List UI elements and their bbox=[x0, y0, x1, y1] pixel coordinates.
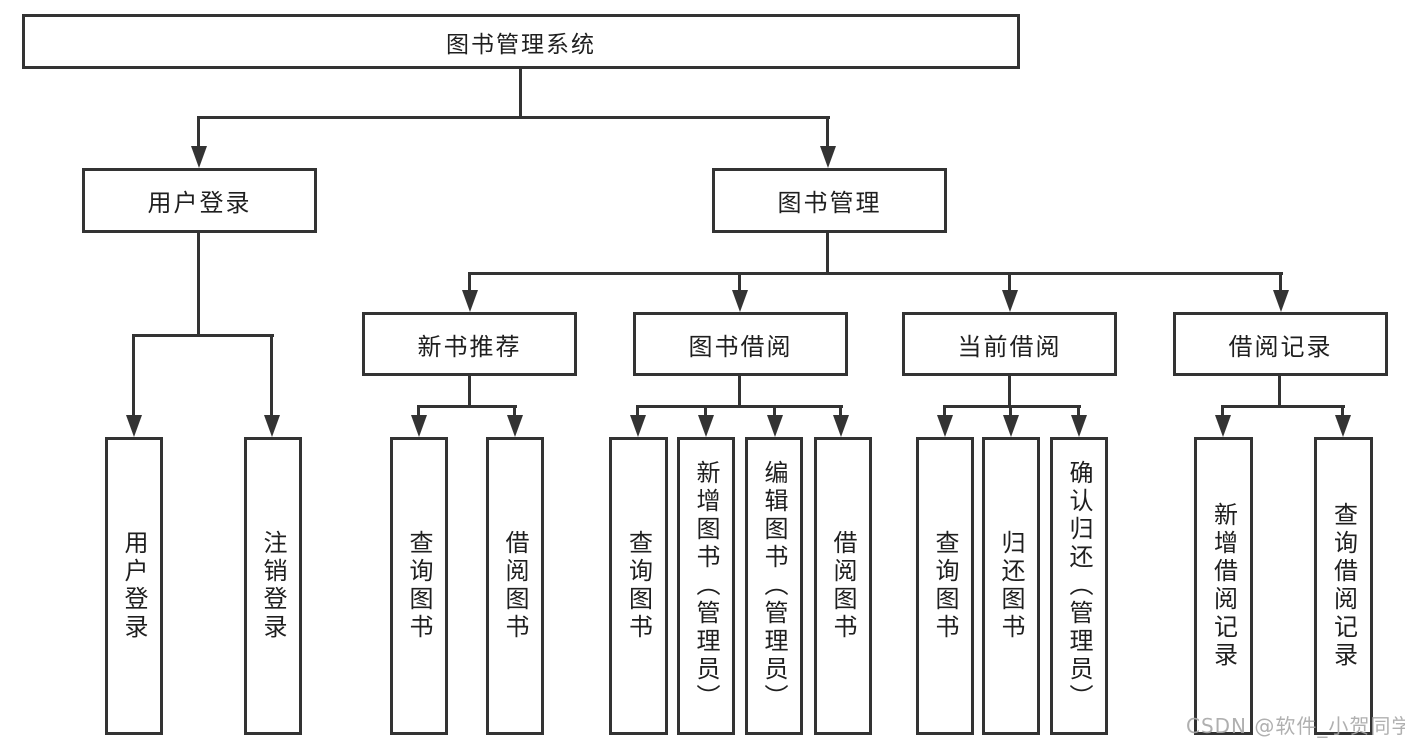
arrow-to-borrow-record bbox=[1273, 290, 1289, 312]
arrow-to-nb-query bbox=[411, 415, 427, 437]
arrow-to-bb-add bbox=[698, 415, 714, 437]
node-label: 新增借阅记录 bbox=[1209, 502, 1238, 670]
node-borrow-record: 借阅记录 bbox=[1173, 312, 1388, 376]
arrow-to-user-login bbox=[191, 146, 207, 168]
arrow-to-current-borrow bbox=[1002, 290, 1018, 312]
arrow-to-leaf-user-login bbox=[126, 415, 142, 437]
leaf-br-add-record: 新增借阅记录 bbox=[1194, 437, 1253, 735]
node-label: 用户登录 bbox=[147, 189, 252, 217]
edge-stem-bb-borrow bbox=[839, 407, 842, 419]
edge-root-trunk bbox=[519, 68, 522, 119]
node-label: 图书管理系统 bbox=[446, 31, 596, 58]
edge-new-book-trunk bbox=[468, 376, 471, 407]
edge-stem-nb-borrow bbox=[513, 407, 516, 419]
arrow-to-bb-borrow bbox=[833, 415, 849, 437]
node-label: 图书借阅 bbox=[688, 332, 793, 361]
arrow-to-new-book bbox=[462, 290, 478, 312]
edge-stem-bb-edit bbox=[773, 407, 776, 419]
node-label: 用户登录 bbox=[120, 530, 148, 642]
csdn-watermark: CSDN @软件_小贺同学 bbox=[1186, 714, 1405, 738]
arrow-to-book-borrow bbox=[732, 290, 748, 312]
arrow-to-br-query bbox=[1335, 415, 1351, 437]
edge-stem-book-borrow bbox=[738, 272, 741, 292]
node-book-borrow: 图书借阅 bbox=[633, 312, 848, 376]
edge-stem-leaf-logout bbox=[270, 336, 273, 416]
node-user-login: 用户登录 bbox=[82, 168, 317, 233]
leaf-user-login: 用户登录 bbox=[105, 437, 163, 735]
node-label: 新增图书（管理员） bbox=[692, 460, 720, 712]
edge-book-management-rail bbox=[468, 272, 1283, 275]
leaf-bb-borrow-books: 借阅图书 bbox=[814, 437, 872, 735]
leaf-logout: 注销登录 bbox=[244, 437, 302, 735]
edge-stem-cb-confirm bbox=[1077, 407, 1080, 419]
arrow-to-book-management bbox=[820, 146, 836, 168]
arrow-to-cb-query bbox=[937, 415, 953, 437]
edge-stem-cb-query bbox=[943, 407, 946, 419]
node-library-management-system: 图书管理系统 bbox=[22, 14, 1020, 69]
edge-current-borrow-rail bbox=[943, 405, 1081, 408]
edge-borrow-record-rail bbox=[1221, 405, 1345, 408]
edge-stem-cb-return bbox=[1009, 407, 1012, 419]
node-label: 借阅记录 bbox=[1228, 332, 1333, 361]
node-label: 查询图书 bbox=[931, 530, 959, 642]
edge-stem-leaf-user-login bbox=[132, 336, 135, 416]
arrow-to-cb-return bbox=[1003, 415, 1019, 437]
node-label: 查询图书 bbox=[405, 530, 433, 642]
arrow-to-leaf-logout bbox=[264, 415, 280, 437]
arrow-to-bb-edit bbox=[767, 415, 783, 437]
node-label: 图书管理 bbox=[777, 189, 882, 217]
node-label: 查询图书 bbox=[624, 530, 653, 642]
node-label: 当前借阅 bbox=[957, 332, 1062, 361]
node-label: 新书推荐 bbox=[417, 332, 522, 361]
arrow-to-bb-query bbox=[630, 415, 646, 437]
edge-stem-br-query bbox=[1341, 407, 1344, 419]
edge-stem-current-borrow bbox=[1008, 272, 1011, 292]
leaf-cb-return-books: 归还图书 bbox=[982, 437, 1040, 735]
node-label: 查询借阅记录 bbox=[1329, 502, 1358, 670]
node-label: 注销登录 bbox=[259, 530, 287, 642]
leaf-br-query-record: 查询借阅记录 bbox=[1314, 437, 1373, 735]
edge-user-login-trunk bbox=[197, 230, 200, 336]
node-label: 确认归还（管理员） bbox=[1065, 460, 1093, 712]
leaf-bb-add-books-admin: 新增图书（管理员） bbox=[677, 437, 735, 735]
leaf-cb-query-books: 查询图书 bbox=[916, 437, 974, 735]
leaf-bb-edit-books-admin: 编辑图书（管理员） bbox=[745, 437, 803, 735]
edge-stem-nb-query bbox=[417, 407, 420, 419]
edge-new-book-rail bbox=[417, 405, 517, 408]
edge-stem-user-login bbox=[197, 116, 200, 148]
edge-user-login-rail bbox=[132, 334, 274, 337]
edge-stem-bb-query bbox=[636, 407, 639, 419]
edge-stem-new-book bbox=[468, 272, 471, 292]
edge-book-borrow-rail bbox=[636, 405, 843, 408]
node-label: 编辑图书（管理员） bbox=[760, 460, 788, 712]
arrow-to-br-add bbox=[1215, 415, 1231, 437]
arrow-to-nb-borrow bbox=[507, 415, 523, 437]
edge-book-borrow-trunk bbox=[738, 376, 741, 407]
edge-stem-br-add bbox=[1221, 407, 1224, 419]
leaf-nb-query-books: 查询图书 bbox=[390, 437, 448, 735]
node-current-borrow: 当前借阅 bbox=[902, 312, 1117, 376]
node-book-management: 图书管理 bbox=[712, 168, 947, 233]
arrow-to-cb-confirm bbox=[1071, 415, 1087, 437]
edge-current-borrow-trunk bbox=[1008, 376, 1011, 407]
edge-stem-borrow-record bbox=[1279, 272, 1282, 292]
leaf-cb-confirm-return-admin: 确认归还（管理员） bbox=[1050, 437, 1108, 735]
node-label: 借阅图书 bbox=[501, 530, 529, 642]
edge-book-management-trunk bbox=[826, 230, 829, 274]
edge-stem-bb-add bbox=[704, 407, 707, 419]
node-new-book-recommend: 新书推荐 bbox=[362, 312, 577, 376]
edge-borrow-record-trunk bbox=[1278, 376, 1281, 407]
leaf-bb-query-books: 查询图书 bbox=[609, 437, 668, 735]
leaf-nb-borrow-books: 借阅图书 bbox=[486, 437, 544, 735]
edge-root-rail bbox=[197, 116, 830, 119]
node-label: 借阅图书 bbox=[829, 530, 857, 642]
edge-stem-book-management bbox=[826, 116, 829, 148]
node-label: 归还图书 bbox=[997, 530, 1025, 642]
